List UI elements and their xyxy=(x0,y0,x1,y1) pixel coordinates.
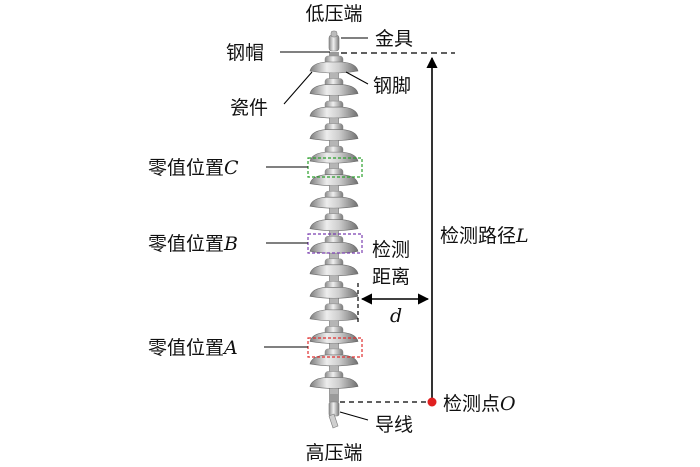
distance-variable-d: d xyxy=(390,305,402,327)
steel-cap-label: 钢帽 xyxy=(226,42,264,64)
detection-point-label: 检测点O xyxy=(443,393,516,415)
conductor-fitting xyxy=(328,401,340,429)
insulator-disc xyxy=(309,190,359,214)
insulator-disc xyxy=(309,168,359,192)
steel-pin-label: 钢脚 xyxy=(373,75,411,97)
low-voltage-end-label: 低压端 xyxy=(305,3,362,25)
conductor-label: 导线 xyxy=(375,414,413,436)
insulator-disc xyxy=(309,281,359,304)
insulator-disc xyxy=(309,123,359,147)
insulator-disc xyxy=(309,100,359,124)
porcelain-leader xyxy=(283,71,313,105)
detection-path-label: 检测路径L xyxy=(440,225,529,247)
porcelain-label: 瓷件 xyxy=(230,97,268,119)
insulator-disc xyxy=(309,55,359,79)
insulator-disc xyxy=(309,348,359,372)
conductor-leader xyxy=(339,411,369,421)
insulator-disc xyxy=(309,236,359,259)
detection-distance-label-line2: 距离 xyxy=(372,266,410,288)
insulator-disc xyxy=(309,78,359,102)
zero-value-a-label: 零值位置A xyxy=(148,337,238,359)
insulator-disc xyxy=(309,213,359,237)
insulator-string xyxy=(309,52,359,402)
insulator-disc xyxy=(309,258,359,282)
insulator-disc xyxy=(309,371,359,394)
high-voltage-end-label: 高压端 xyxy=(305,442,362,464)
pin-leader xyxy=(345,71,369,85)
top-fitting xyxy=(328,30,340,52)
insulator-disc xyxy=(309,145,359,169)
zero-value-c-label: 零值位置C xyxy=(148,157,239,179)
fitting-label: 金具 xyxy=(375,28,413,50)
detection-point-o xyxy=(427,397,437,407)
insulator-disc xyxy=(309,303,359,327)
zero-value-b-label: 零值位置B xyxy=(148,233,238,255)
detection-distance-label-line1: 检测 xyxy=(372,239,410,261)
